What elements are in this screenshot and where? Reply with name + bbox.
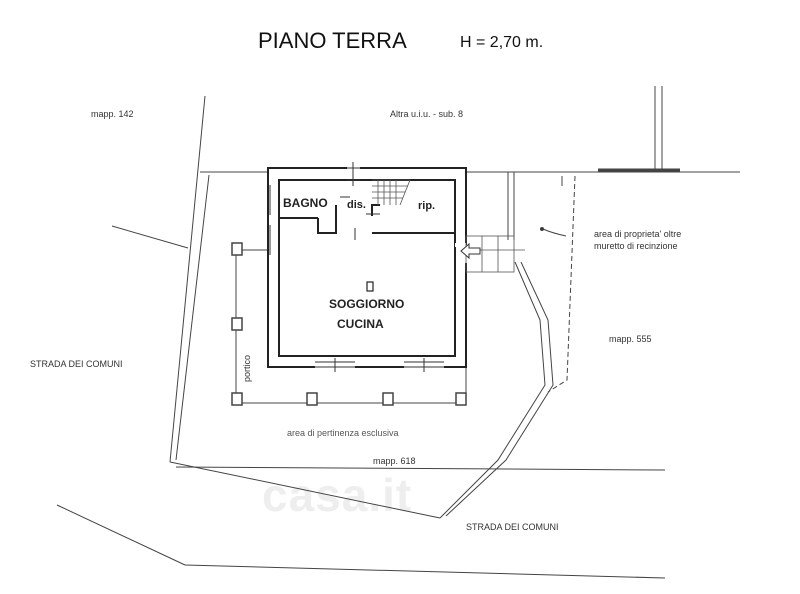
label-other-unit: Altra u.i.u. - sub. 8 — [390, 109, 464, 119]
entrance-arrow-icon — [460, 242, 481, 260]
label-road-west: STRADA DEI COMUNI — [30, 359, 123, 369]
plan-title: PIANO TERRA — [258, 28, 407, 53]
portico-structure — [231, 242, 467, 406]
height-label: H = 2,70 m. — [460, 34, 544, 51]
label-mapp-555: mapp. 555 — [609, 334, 652, 344]
label-mapp-142: mapp. 142 — [91, 109, 134, 119]
label-property-area-1: area di proprieta' oltre — [594, 229, 682, 239]
label-property-area-2: muretto di recinzione — [594, 241, 678, 251]
label-road-south: STRADA DEI COMUNI — [466, 522, 559, 532]
building-walls — [267, 167, 467, 368]
room-rip: rip. — [418, 200, 436, 212]
boundary-lines — [56, 86, 740, 579]
label-mapp-618: mapp. 618 — [373, 456, 416, 466]
watermark: casa.it — [262, 469, 413, 521]
label-portico: portico — [242, 354, 252, 382]
label-exclusive-area: area di pertinenza esclusiva — [287, 428, 399, 438]
room-bagno: BAGNO — [283, 196, 328, 210]
chimney-icon — [366, 281, 374, 292]
room-soggiorno: SOGGIORNO — [329, 297, 405, 311]
room-cucina: CUCINA — [337, 317, 384, 331]
room-dis: dis. — [347, 199, 366, 211]
